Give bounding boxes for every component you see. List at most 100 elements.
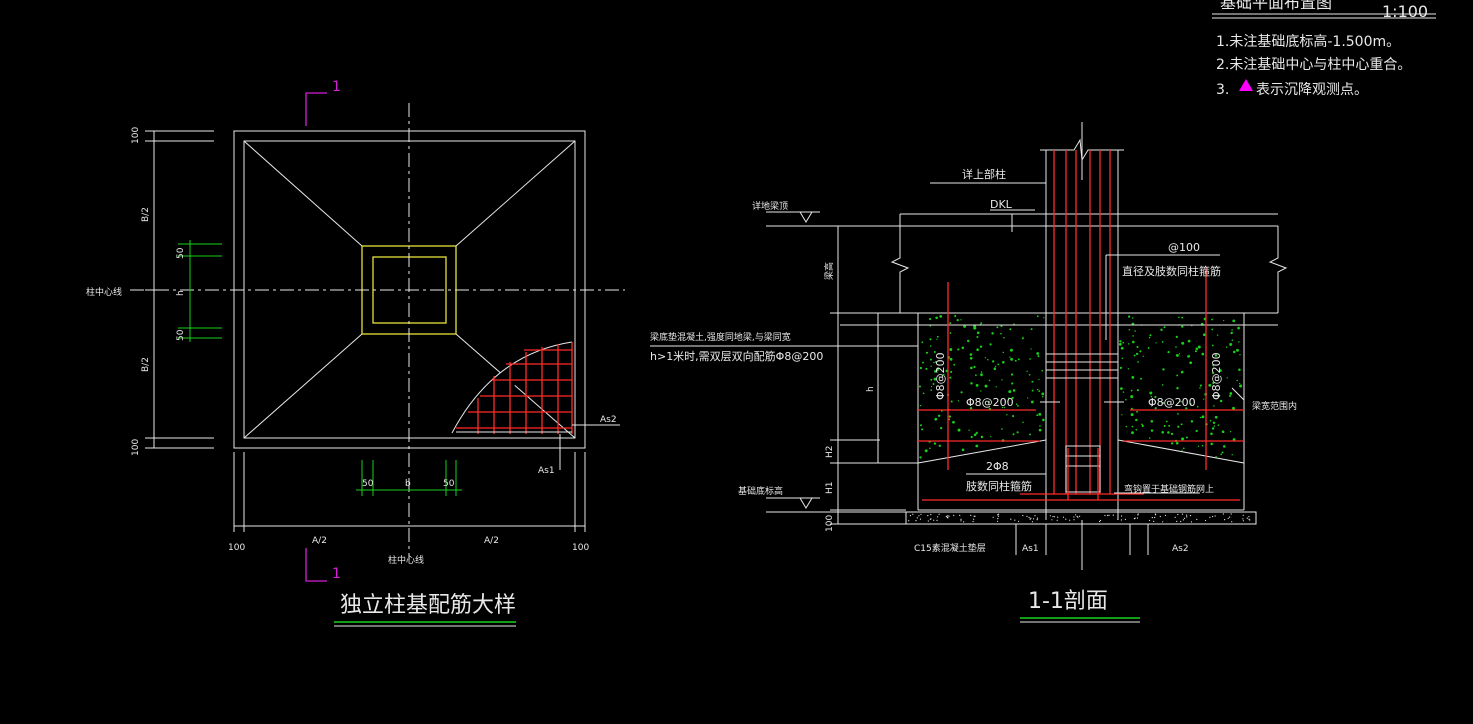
- section-stirrup-note: 直径及肢数同柱箍筋: [1122, 264, 1221, 278]
- concrete-speckle: [1008, 397, 1010, 400]
- cushion-dot: [1028, 516, 1030, 519]
- concrete-speckle: [957, 348, 960, 351]
- section-spacing-100: @100: [1168, 241, 1200, 254]
- concrete-speckle: [987, 401, 990, 404]
- concrete-speckle: [932, 383, 935, 385]
- concrete-speckle: [1230, 331, 1233, 335]
- concrete-speckle: [1226, 377, 1228, 379]
- concrete-speckle: [1028, 373, 1031, 376]
- concrete-speckle: [1175, 353, 1179, 357]
- cushion-dot: [1154, 516, 1156, 519]
- concrete-speckle: [1201, 352, 1205, 356]
- concrete-speckle: [956, 318, 959, 322]
- concrete-speckle: [1199, 416, 1202, 419]
- cushion-dot: [1248, 516, 1250, 518]
- concrete-speckle: [1150, 395, 1153, 398]
- cushion-dot: [1242, 518, 1244, 520]
- section-dim-100: 100: [825, 515, 835, 532]
- concrete-speckle: [1119, 366, 1122, 369]
- concrete-speckle: [949, 322, 952, 325]
- concrete-speckle: [930, 365, 932, 367]
- cushion-dot: [1176, 520, 1178, 523]
- section-as1: As1: [1022, 544, 1039, 554]
- cushion-dot: [998, 513, 1000, 515]
- concrete-speckle: [936, 338, 938, 340]
- concrete-speckle: [1223, 445, 1226, 448]
- concrete-speckle: [1195, 429, 1198, 433]
- concrete-speckle: [1012, 415, 1015, 418]
- plan-as1-label: As1: [538, 466, 555, 476]
- footing-rebars: [918, 268, 1244, 501]
- concrete-speckle: [1213, 425, 1216, 427]
- concrete-speckle: [1165, 420, 1168, 423]
- cushion-dot: [1057, 516, 1059, 518]
- concrete-speckle: [1150, 420, 1154, 423]
- section-dkl-label: DKL: [990, 198, 1013, 211]
- concrete-speckle: [1238, 368, 1241, 371]
- concrete-speckle: [968, 429, 970, 431]
- concrete-speckle: [918, 385, 922, 388]
- section-phi8-right: Φ8@200: [1148, 396, 1196, 409]
- concrete-speckle: [990, 435, 992, 438]
- concrete-speckle: [988, 379, 991, 382]
- concrete-speckle: [1136, 389, 1139, 392]
- concrete-speckle: [1135, 428, 1138, 431]
- cushion-hatch: [908, 513, 1251, 523]
- concrete-speckle: [991, 332, 994, 335]
- concrete-speckle: [919, 424, 923, 427]
- section-grade-label: 详地梁顶: [752, 200, 788, 212]
- concrete-speckle: [1009, 356, 1011, 358]
- concrete-speckle: [980, 322, 983, 324]
- concrete-speckle: [935, 361, 938, 364]
- concrete-speckle: [1225, 346, 1228, 348]
- concrete-speckle: [1127, 368, 1130, 370]
- cushion-dot: [1242, 520, 1244, 522]
- concrete-speckle: [987, 359, 989, 361]
- concrete-speckle: [969, 353, 973, 356]
- concrete-speckle: [1154, 407, 1157, 410]
- note-2: 2.未注基础中心与柱中心重合。: [1216, 56, 1411, 73]
- concrete-speckle: [919, 366, 923, 370]
- concrete-speckle: [1022, 421, 1024, 424]
- concrete-speckle: [1231, 339, 1234, 342]
- cushion-dot: [997, 514, 999, 516]
- concrete-speckle: [934, 417, 938, 421]
- cushion-dot: [1079, 515, 1081, 517]
- concrete-speckle: [975, 374, 977, 376]
- concrete-speckle: [925, 367, 928, 370]
- concrete-speckle: [929, 345, 932, 347]
- concrete-speckle: [960, 319, 962, 321]
- cushion-dot: [1134, 517, 1136, 519]
- concrete-speckle: [984, 357, 987, 359]
- plan-dim-b: b: [405, 479, 411, 489]
- concrete-speckle: [980, 390, 982, 392]
- cushion-dot: [1177, 513, 1179, 516]
- concrete-speckle: [1219, 399, 1223, 403]
- concrete-speckle: [1122, 341, 1125, 344]
- concrete-speckle: [936, 335, 939, 338]
- cushion-dot: [992, 516, 994, 518]
- notes-scale: 1:100: [1382, 2, 1428, 21]
- cushion-dot: [1229, 516, 1231, 518]
- cushion-dot: [1117, 518, 1119, 520]
- plan-dim-50-top: 50: [176, 247, 186, 259]
- concrete-speckle: [1031, 389, 1034, 392]
- concrete-speckle: [1118, 342, 1122, 346]
- concrete-speckle: [975, 384, 979, 387]
- concrete-speckle: [929, 447, 931, 450]
- concrete-speckle: [1170, 442, 1174, 445]
- concrete-speckle: [995, 365, 997, 368]
- concrete-speckle: [1199, 384, 1202, 387]
- cushion-dot: [1246, 517, 1248, 519]
- concrete-speckle: [1134, 330, 1136, 332]
- concrete-speckle: [1178, 316, 1180, 319]
- cushion-dot: [1077, 516, 1079, 518]
- concrete-speckle: [1132, 340, 1135, 344]
- concrete-speckle: [1130, 389, 1133, 392]
- concrete-speckle: [1154, 395, 1157, 399]
- concrete-speckle: [919, 404, 922, 407]
- concrete-speckle: [1001, 379, 1003, 381]
- concrete-speckle: [1214, 354, 1218, 357]
- rebar-mesh-detail: [451, 341, 620, 470]
